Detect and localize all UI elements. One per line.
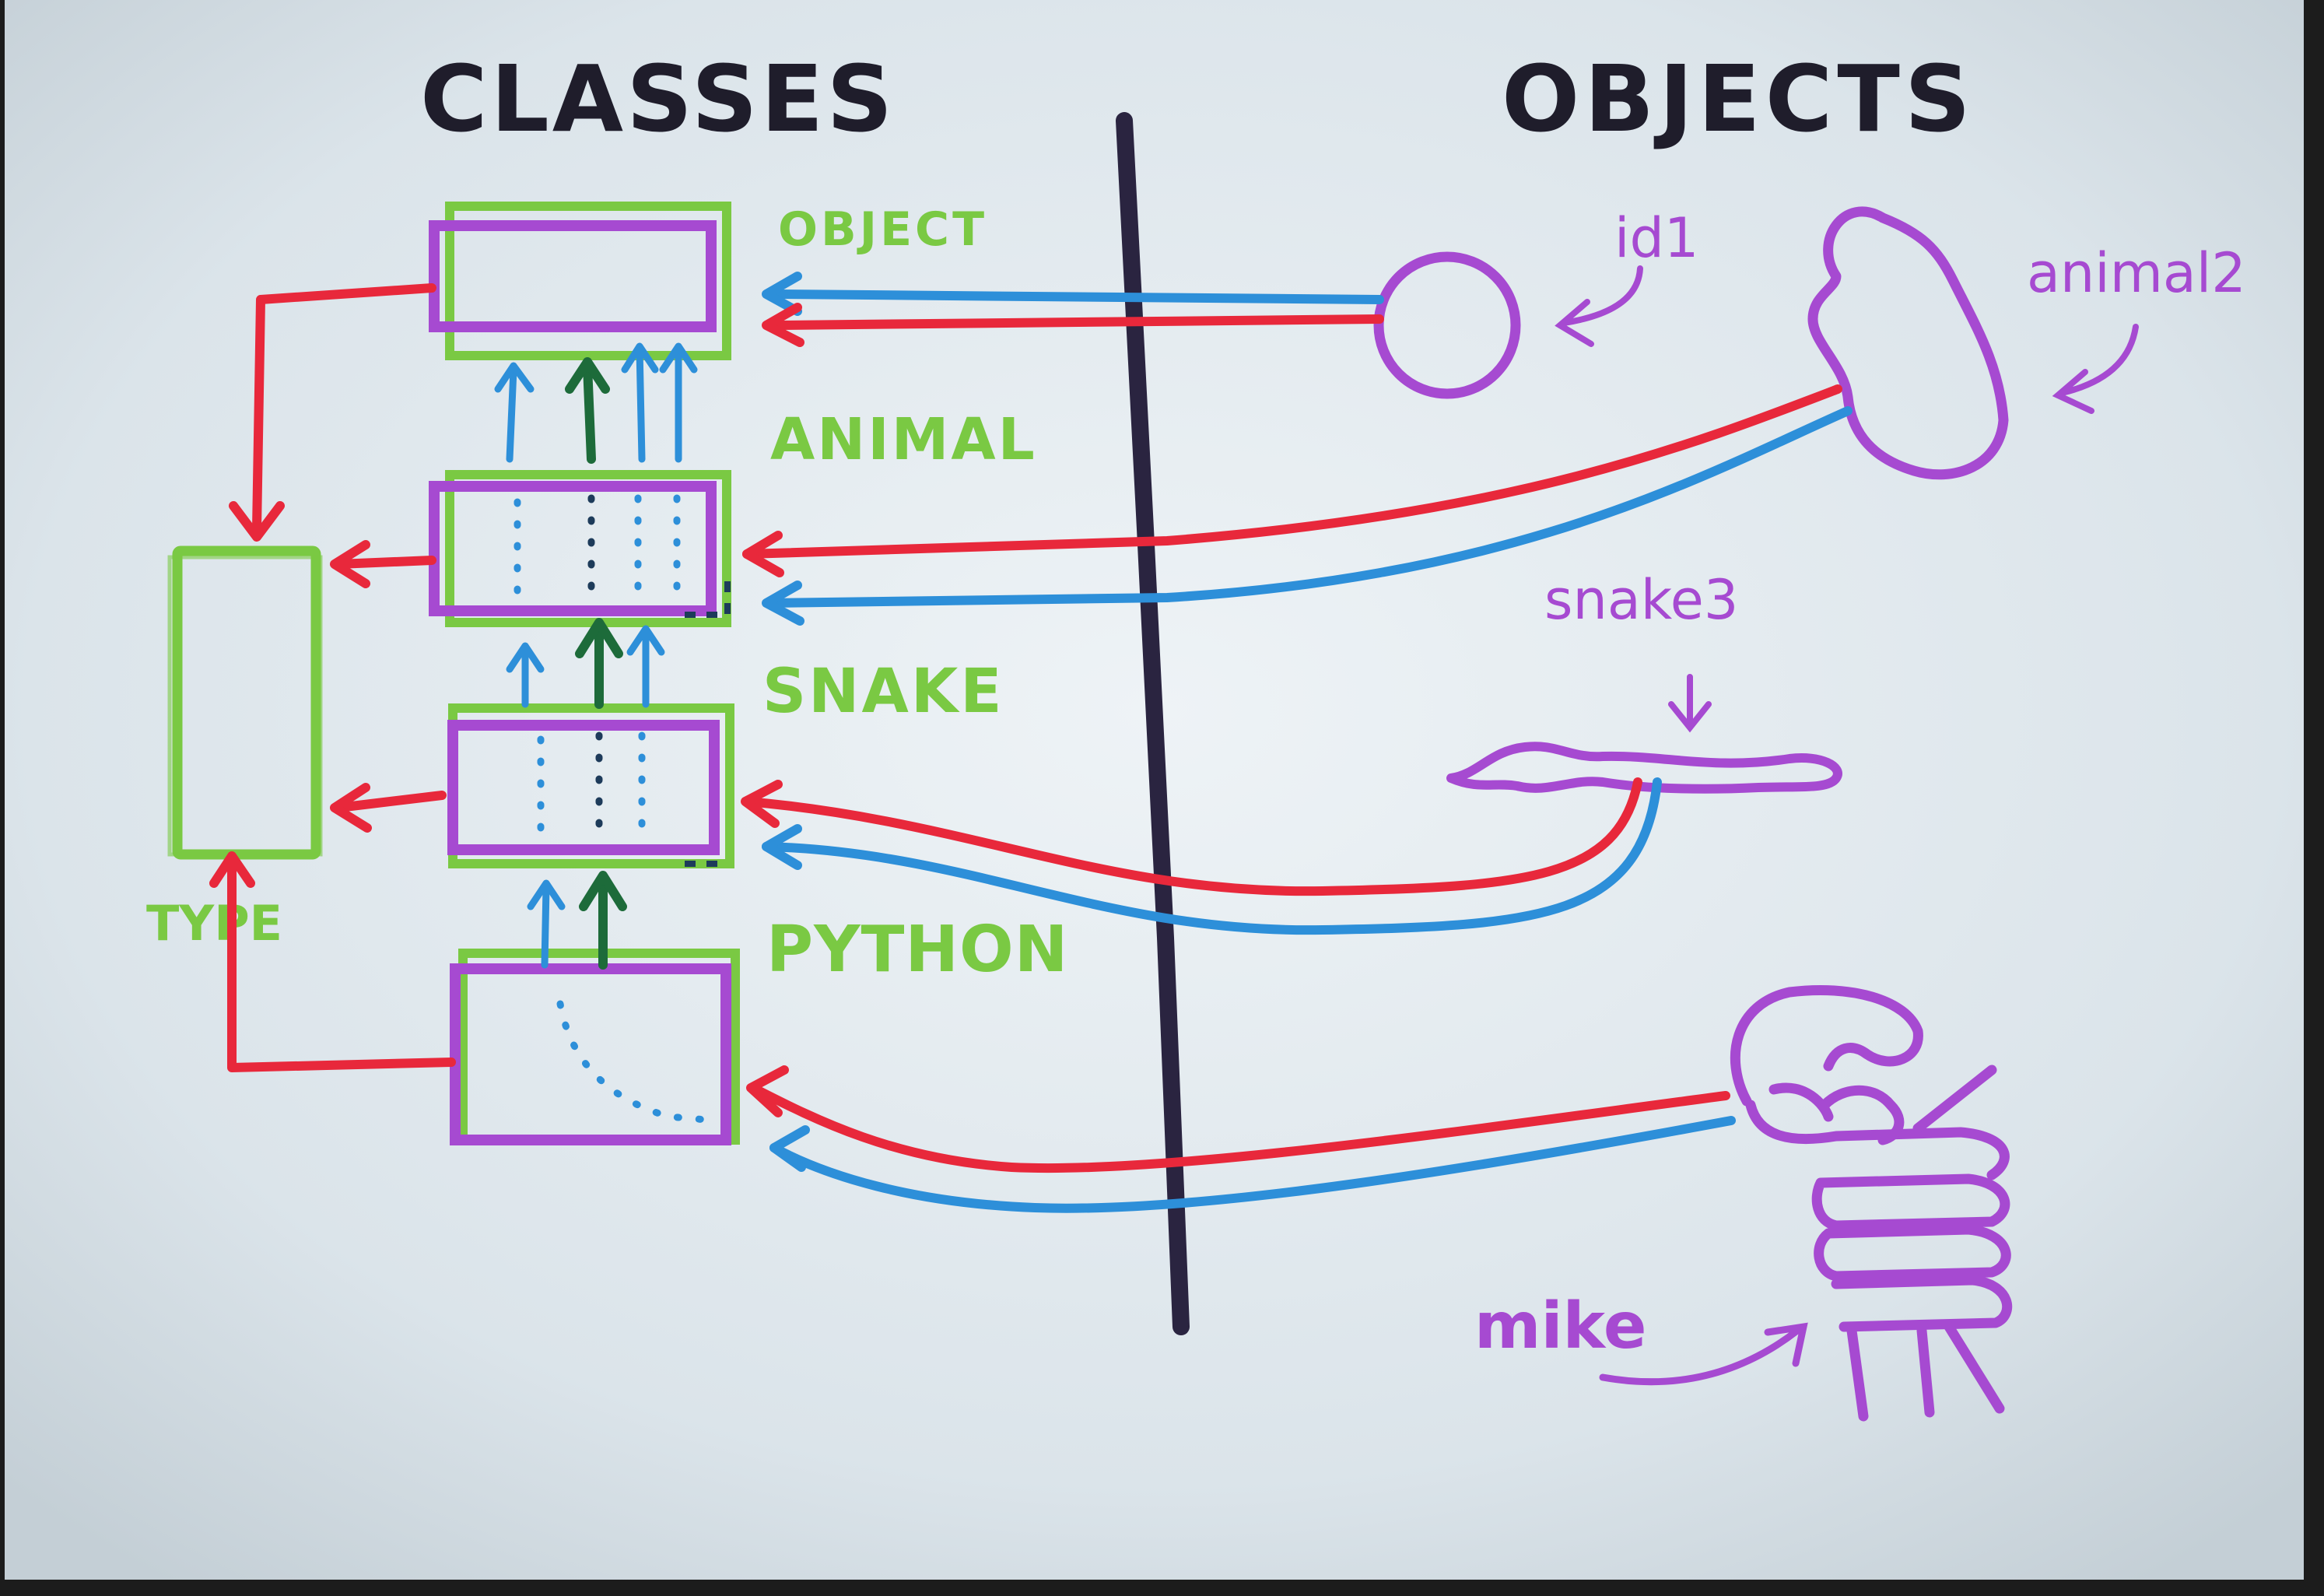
object-animal2-shape [1807, 206, 2009, 480]
type-class-box [167, 545, 323, 860]
inherited-attribute-dots [514, 494, 720, 1124]
class-box-object [429, 202, 731, 360]
class-box-snake [447, 703, 734, 868]
object-snake3-shape [1446, 742, 1842, 794]
instance-links [741, 272, 1853, 1213]
animal2-pointer-arrow [2052, 324, 2139, 414]
class-box-animal [429, 470, 731, 627]
class-label-python: PYTHON [766, 913, 1068, 987]
animal-dashed-corner [685, 580, 731, 618]
snake3-pointer-arrow [1668, 674, 1712, 733]
object-id1-shape [1373, 251, 1521, 399]
object-snake3-label: snake3 [1544, 568, 1738, 632]
object-mike-label: mike [1474, 1289, 1647, 1363]
objects-heading: OBJECTS [1502, 45, 1975, 153]
mike-pointer-arrow [1599, 1322, 1808, 1386]
object-mike-shape [1730, 985, 2013, 1422]
type-label: TYPE [146, 895, 282, 952]
object-id1-label: id1 [1614, 206, 1698, 270]
id1-pointer-arrow [1555, 265, 1643, 347]
inheritance-arrows [494, 342, 698, 970]
type-of-links [209, 283, 456, 1072]
class-label-snake: SNAKE [762, 657, 1004, 727]
class-label-animal: ANIMAL [770, 406, 1037, 473]
class-label-object: OBJECT [778, 202, 987, 257]
object-animal2-label: animal2 [2027, 241, 2246, 305]
classes-heading: CLASSES [420, 45, 896, 153]
